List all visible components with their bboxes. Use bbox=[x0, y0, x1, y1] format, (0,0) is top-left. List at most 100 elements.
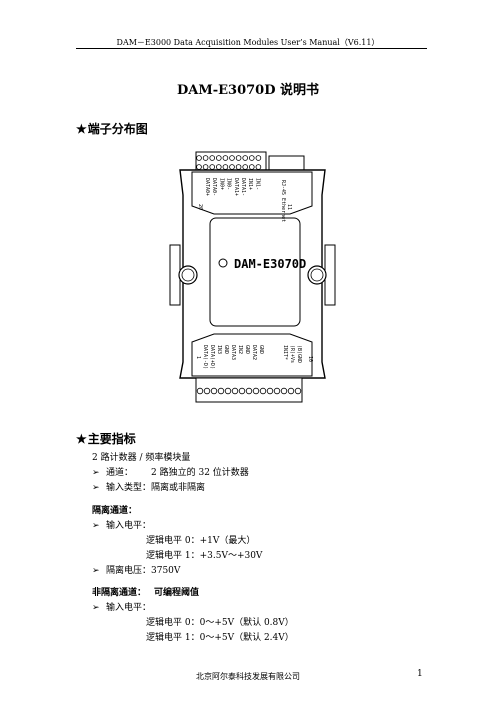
bottom-pin-label: INIT* bbox=[282, 345, 288, 360]
arrow-bullet-icon: ➢ bbox=[92, 468, 100, 478]
top-pin-labels: DATA0+DATA0-IN0+IN0-DATA1+DATA1-IN1+IN1- bbox=[204, 178, 260, 196]
arrow-bullet-icon: ➢ bbox=[92, 521, 100, 531]
top-pin-label: IN1- bbox=[254, 178, 260, 190]
arrow-bullet-icon: ➢ bbox=[92, 483, 100, 493]
nonisolated-input-level: ➢输入电平： bbox=[92, 603, 152, 613]
terminal-screw bbox=[242, 155, 249, 161]
top-pin-label: DATA1- bbox=[240, 178, 246, 196]
bottom-pin-label: IN3 bbox=[216, 345, 222, 354]
terminal-screw bbox=[196, 155, 202, 161]
bottom-pin-label: GND bbox=[244, 345, 250, 354]
bottom-pin-label: (R)+Vs bbox=[289, 345, 295, 363]
terminal-screw bbox=[235, 164, 242, 170]
bottom-pin-label: DATA3 bbox=[230, 345, 236, 360]
upper-panel bbox=[191, 171, 313, 215]
terminal-screw bbox=[222, 155, 229, 161]
page-number: 1 bbox=[417, 669, 423, 679]
label-panel bbox=[209, 217, 301, 327]
terminal-screw bbox=[273, 387, 281, 395]
section-specs: ★主要指标 bbox=[76, 430, 136, 447]
terminal-screw bbox=[203, 387, 211, 395]
nonisolated-heading: 非隔离通道：可编程阈值 bbox=[92, 588, 200, 598]
spec-intro: 2 路计数器 / 频率模块量 bbox=[92, 453, 191, 463]
terminal-screw bbox=[209, 155, 216, 161]
header-rule bbox=[76, 48, 427, 49]
top-number-right: 11 bbox=[286, 204, 292, 210]
top-pin-label: DATA1+ bbox=[233, 178, 239, 196]
terminal-screw bbox=[238, 387, 246, 395]
arrow-bullet-icon: ➢ bbox=[92, 566, 100, 576]
star-icon: ★ bbox=[76, 432, 87, 446]
ethernet-label: RJ-45 Ethernet bbox=[280, 180, 286, 222]
terminal-screw bbox=[202, 164, 209, 170]
bottom-pin-label: GND bbox=[258, 345, 264, 354]
terminal-screw bbox=[252, 387, 260, 395]
terminal-screw bbox=[224, 387, 232, 395]
terminal-screw bbox=[255, 155, 262, 161]
document-title: DAM-E3070D 说明书 bbox=[176, 83, 320, 98]
running-header: DAM－E3000 Data Acquisition Modules User’… bbox=[116, 38, 380, 47]
nonisolated-logic0: 逻辑电平 0：0～+5V（默认 0.8V） bbox=[146, 618, 294, 628]
terminal-screw bbox=[196, 387, 204, 395]
status-led bbox=[218, 258, 228, 268]
terminal-screw bbox=[266, 387, 274, 395]
top-pin-label: IN0- bbox=[226, 178, 232, 190]
isolated-input-level: ➢输入电平： bbox=[92, 521, 152, 531]
terminal-screw bbox=[216, 155, 222, 161]
terminal-screw bbox=[202, 155, 209, 161]
terminal-screw bbox=[196, 164, 202, 170]
terminal-screw bbox=[222, 164, 229, 170]
left-rail bbox=[169, 244, 181, 306]
terminal-screw bbox=[210, 387, 218, 395]
bottom-terminal-screws bbox=[196, 387, 302, 395]
isolated-voltage: ➢隔离电压：3750V bbox=[92, 566, 181, 576]
isolated-heading: 隔离通道： bbox=[92, 506, 138, 516]
bottom-pin-label: DATA(+D) bbox=[209, 345, 215, 369]
bottom-pin-label: (B)GND bbox=[296, 345, 302, 363]
bottom-pin-label: DATA2 bbox=[251, 345, 257, 360]
terminal-screw bbox=[217, 387, 225, 395]
bottom-pin-label: GND bbox=[223, 345, 229, 354]
terminal-screw bbox=[229, 155, 235, 161]
terminal-screw bbox=[259, 387, 267, 395]
terminal-screw bbox=[287, 387, 295, 395]
terminal-screw bbox=[280, 387, 288, 395]
terminal-screw bbox=[229, 164, 235, 170]
terminal-screw bbox=[245, 387, 253, 395]
terminal-screw bbox=[209, 164, 216, 170]
right-rail bbox=[324, 244, 336, 306]
bottom-number-left: 1 bbox=[195, 356, 201, 359]
top-terminal-screws bbox=[196, 155, 262, 170]
spec-channels: ➢通道：2 路独立的 32 位计数器 bbox=[92, 468, 249, 478]
lower-panel bbox=[191, 333, 313, 377]
top-pin-label: IN0+ bbox=[218, 178, 224, 190]
bottom-number-right: 10 bbox=[307, 356, 313, 362]
footer-company: 北京阿尔泰科技发展有限公司 bbox=[196, 672, 300, 681]
arrow-bullet-icon: ➢ bbox=[92, 603, 100, 613]
star-icon: ★ bbox=[76, 122, 87, 136]
top-number-left: 20 bbox=[197, 204, 203, 210]
bottom-pin-label: DATA(-D) bbox=[202, 345, 208, 369]
section-terminals: ★端子分布图 bbox=[76, 120, 148, 137]
terminal-screw bbox=[255, 164, 262, 170]
section-heading: 主要指标 bbox=[87, 432, 136, 446]
bottom-pin-label: IN2 bbox=[237, 345, 243, 354]
spec-input-type: ➢输入类型：隔离或非隔离 bbox=[92, 483, 206, 493]
nonisolated-logic1: 逻辑电平 1：0～+5V（默认 2.4V） bbox=[146, 633, 294, 643]
terminal-screw bbox=[294, 387, 302, 395]
top-pin-label: IN1+ bbox=[247, 178, 253, 190]
isolated-logic0: 逻辑电平 0：+1V（最大） bbox=[146, 536, 256, 546]
terminal-screw bbox=[235, 155, 242, 161]
isolated-logic1: 逻辑电平 1：+3.5V～+30V bbox=[146, 551, 263, 561]
terminal-screw bbox=[242, 164, 249, 170]
device-label: DAM-E3070D bbox=[234, 257, 306, 271]
terminal-screw bbox=[216, 164, 222, 170]
section-heading: 端子分布图 bbox=[87, 122, 148, 136]
terminal-screw bbox=[249, 164, 255, 170]
terminal-screw bbox=[231, 387, 239, 395]
top-pin-label: DATA0+ bbox=[204, 178, 210, 196]
top-pin-label: DATA0- bbox=[211, 178, 217, 196]
terminal-screw bbox=[249, 155, 255, 161]
